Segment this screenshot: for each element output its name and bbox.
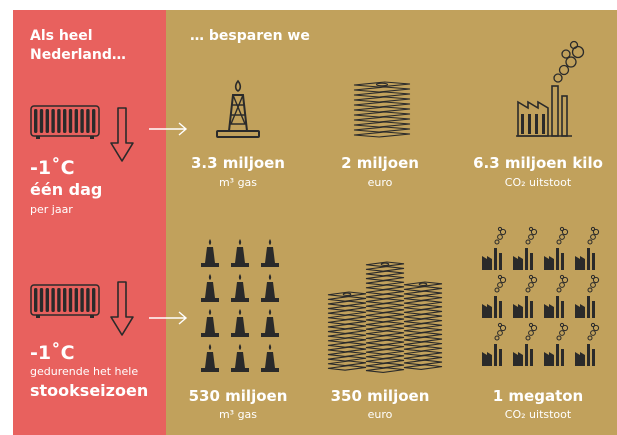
intro-line-1: Als heel (30, 28, 93, 44)
down-arrow-icon (110, 107, 134, 162)
scenario-one-period: per jaar (30, 203, 73, 216)
metric-gas-season-unit: m³ gas (218, 408, 258, 421)
metric-co2-season-unit: CO₂ uitstoot (504, 408, 572, 421)
scenario-two-duration: stookseizoen (30, 381, 149, 400)
metric-gas-season: 530 miljoen (188, 387, 288, 405)
gas-rig-icon (216, 79, 260, 138)
metric-euro-day: 2 miljoen (341, 154, 419, 172)
factory-grid-icon (482, 226, 600, 366)
down-arrow-icon (110, 281, 134, 336)
metric-euro-day-unit: euro (367, 176, 393, 189)
gas-rig-grid-icon (201, 239, 279, 372)
scenario-two-period: gedurende het hele (30, 365, 139, 378)
scenario-one-temp: -1˚C (30, 157, 75, 179)
metric-euro-season: 350 miljoen (330, 387, 430, 405)
metric-co2-day-unit: CO₂ uitstoot (504, 176, 572, 189)
money-stacks-icon (327, 261, 443, 373)
right-arrow-icon (149, 311, 188, 325)
metric-gas-day: 3.3 miljoen (190, 154, 285, 172)
scenario-one-duration: één dag (30, 180, 103, 199)
intro-line-2: Nederland… (30, 47, 126, 63)
factory-icon (516, 40, 585, 137)
scenario-two-temp: -1˚C (30, 342, 75, 364)
right-arrow-icon (149, 122, 188, 136)
money-stack-icon (353, 81, 411, 138)
metric-gas-day-unit: m³ gas (218, 176, 258, 189)
metric-euro-season-unit: euro (367, 408, 393, 421)
radiator-icon (30, 105, 100, 139)
left-panel (13, 10, 166, 435)
metric-co2-day: 6.3 miljoen kilo (473, 154, 603, 172)
savings-heading: … besparen we (190, 28, 310, 44)
radiator-icon (30, 284, 100, 318)
metric-co2-season: 1 megaton (492, 387, 584, 405)
